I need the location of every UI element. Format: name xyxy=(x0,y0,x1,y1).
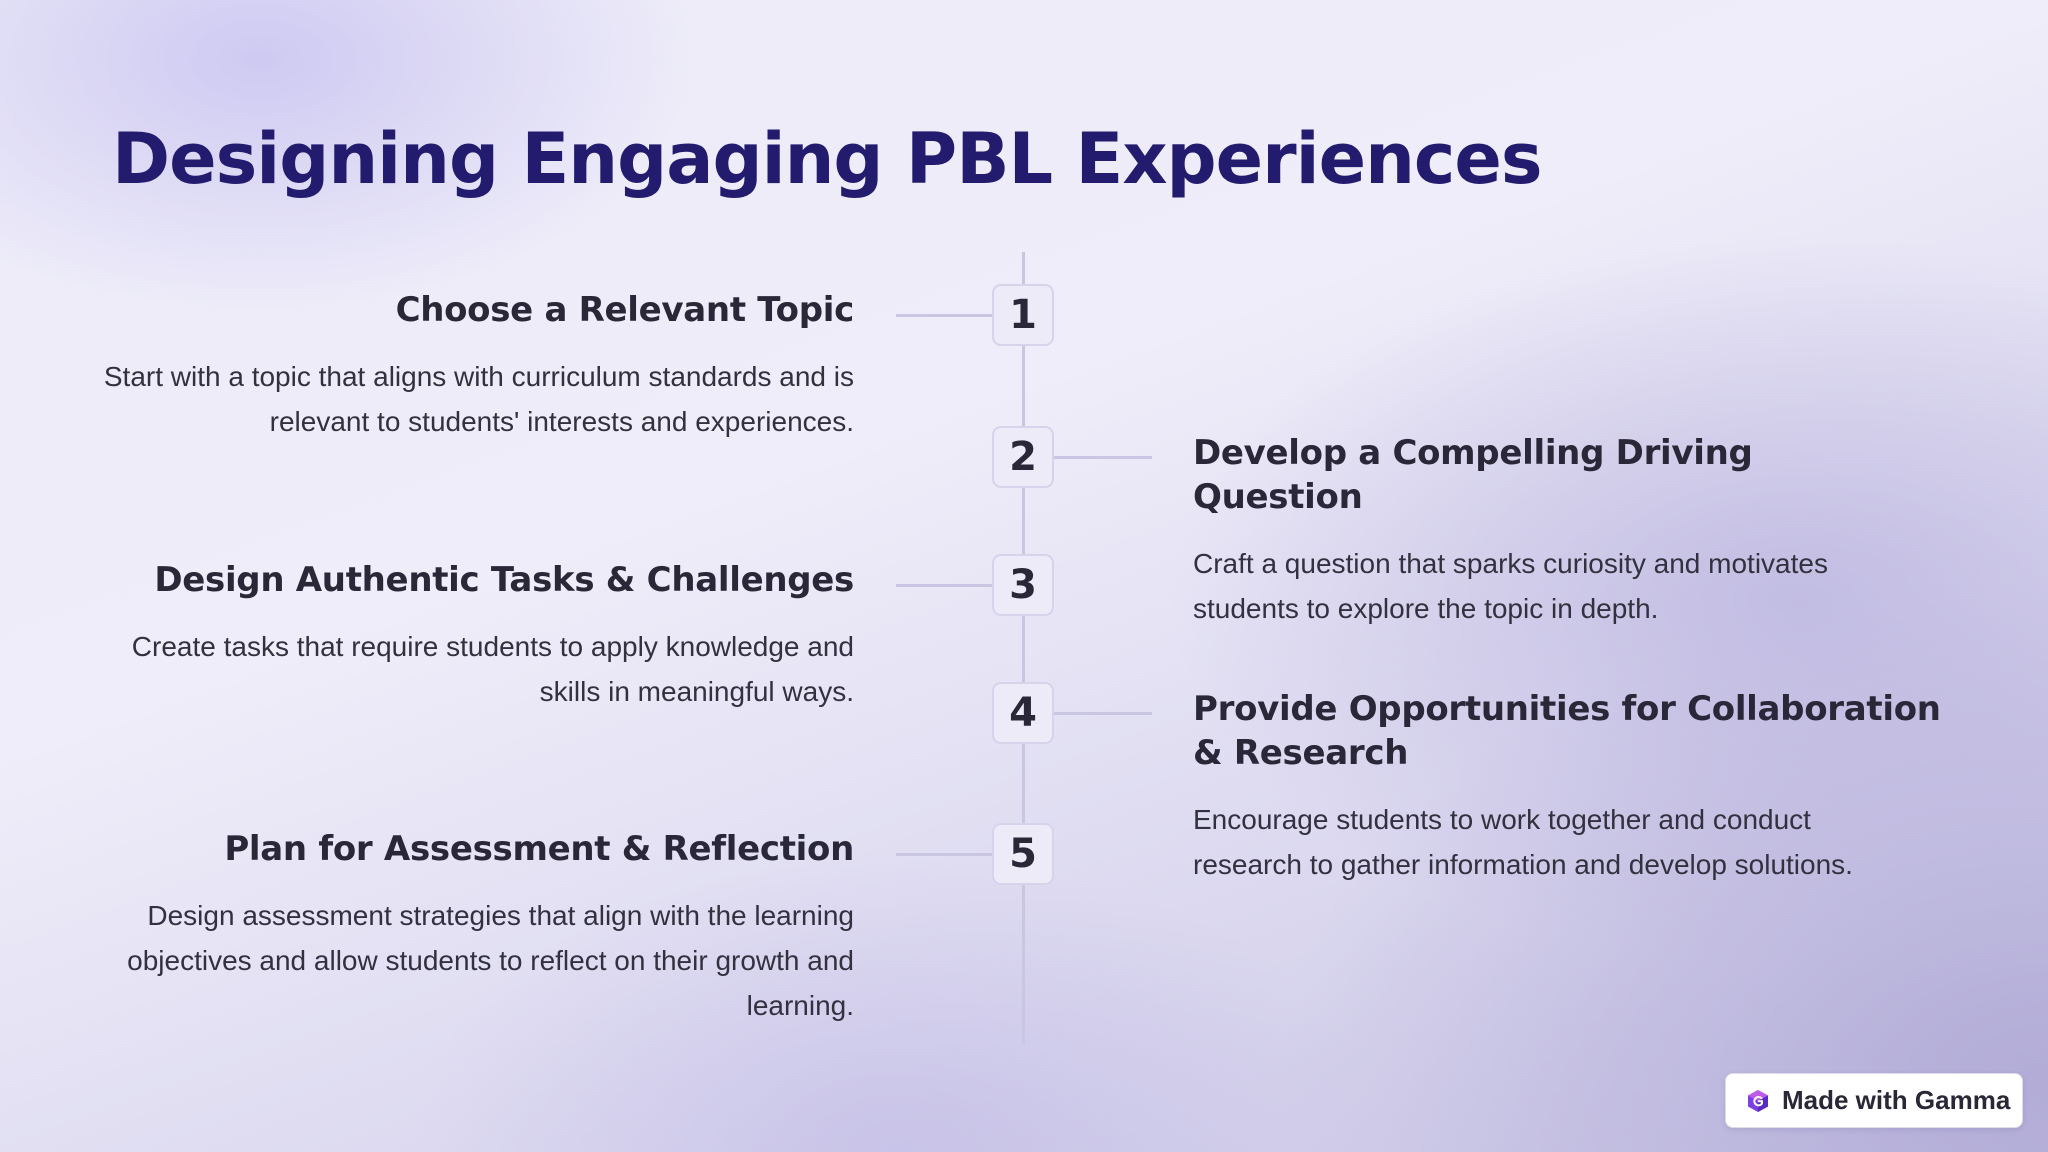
timeline-connector xyxy=(896,853,1022,856)
timeline-connector xyxy=(1024,456,1152,459)
gamma-logo-icon xyxy=(1748,1089,1768,1112)
timeline-step-2: Develop a Compelling Driving Question Cr… xyxy=(1193,431,1913,631)
step-number-badge: 2 xyxy=(992,426,1054,488)
step-number-badge: 1 xyxy=(992,284,1054,346)
step-heading: Plan for Assessment & Reflection xyxy=(224,829,854,869)
timeline-step-5: Plan for Assessment & Reflection Design … xyxy=(74,827,854,1028)
step-heading: Design Authentic Tasks & Challenges xyxy=(154,560,854,600)
timeline-step-4: Provide Opportunities for Collaboration … xyxy=(1193,687,1963,887)
timeline-step-3: Design Authentic Tasks & Challenges Crea… xyxy=(74,558,855,714)
step-number-badge: 5 xyxy=(992,823,1054,885)
timeline-axis xyxy=(1022,252,1025,1044)
slide-title: Designing Engaging PBL Experiences xyxy=(112,118,1543,200)
step-description: Start with a topic that aligns with curr… xyxy=(103,361,854,437)
step-description: Encourage students to work together and … xyxy=(1193,804,1853,880)
timeline-connector xyxy=(896,314,1022,317)
timeline-connector xyxy=(1024,712,1152,715)
step-description: Design assessment strategies that align … xyxy=(127,900,854,1021)
step-description: Create tasks that require students to ap… xyxy=(131,631,854,707)
made-with-gamma-button[interactable]: Made with Gamma xyxy=(1725,1073,2023,1128)
step-heading: Choose a Relevant Topic xyxy=(395,290,855,330)
step-heading: Provide Opportunities for Collaboration … xyxy=(1193,689,1941,773)
step-description: Craft a question that sparks curiosity a… xyxy=(1193,548,1828,624)
step-heading: Develop a Compelling Driving Question xyxy=(1193,433,1753,517)
timeline-connector xyxy=(896,584,1022,587)
timeline-step-1: Choose a Relevant Topic Start with a top… xyxy=(74,288,854,444)
step-number-badge: 3 xyxy=(992,554,1054,616)
made-with-gamma-label: Made with Gamma xyxy=(1782,1085,2011,1115)
step-number-badge: 4 xyxy=(992,682,1054,744)
